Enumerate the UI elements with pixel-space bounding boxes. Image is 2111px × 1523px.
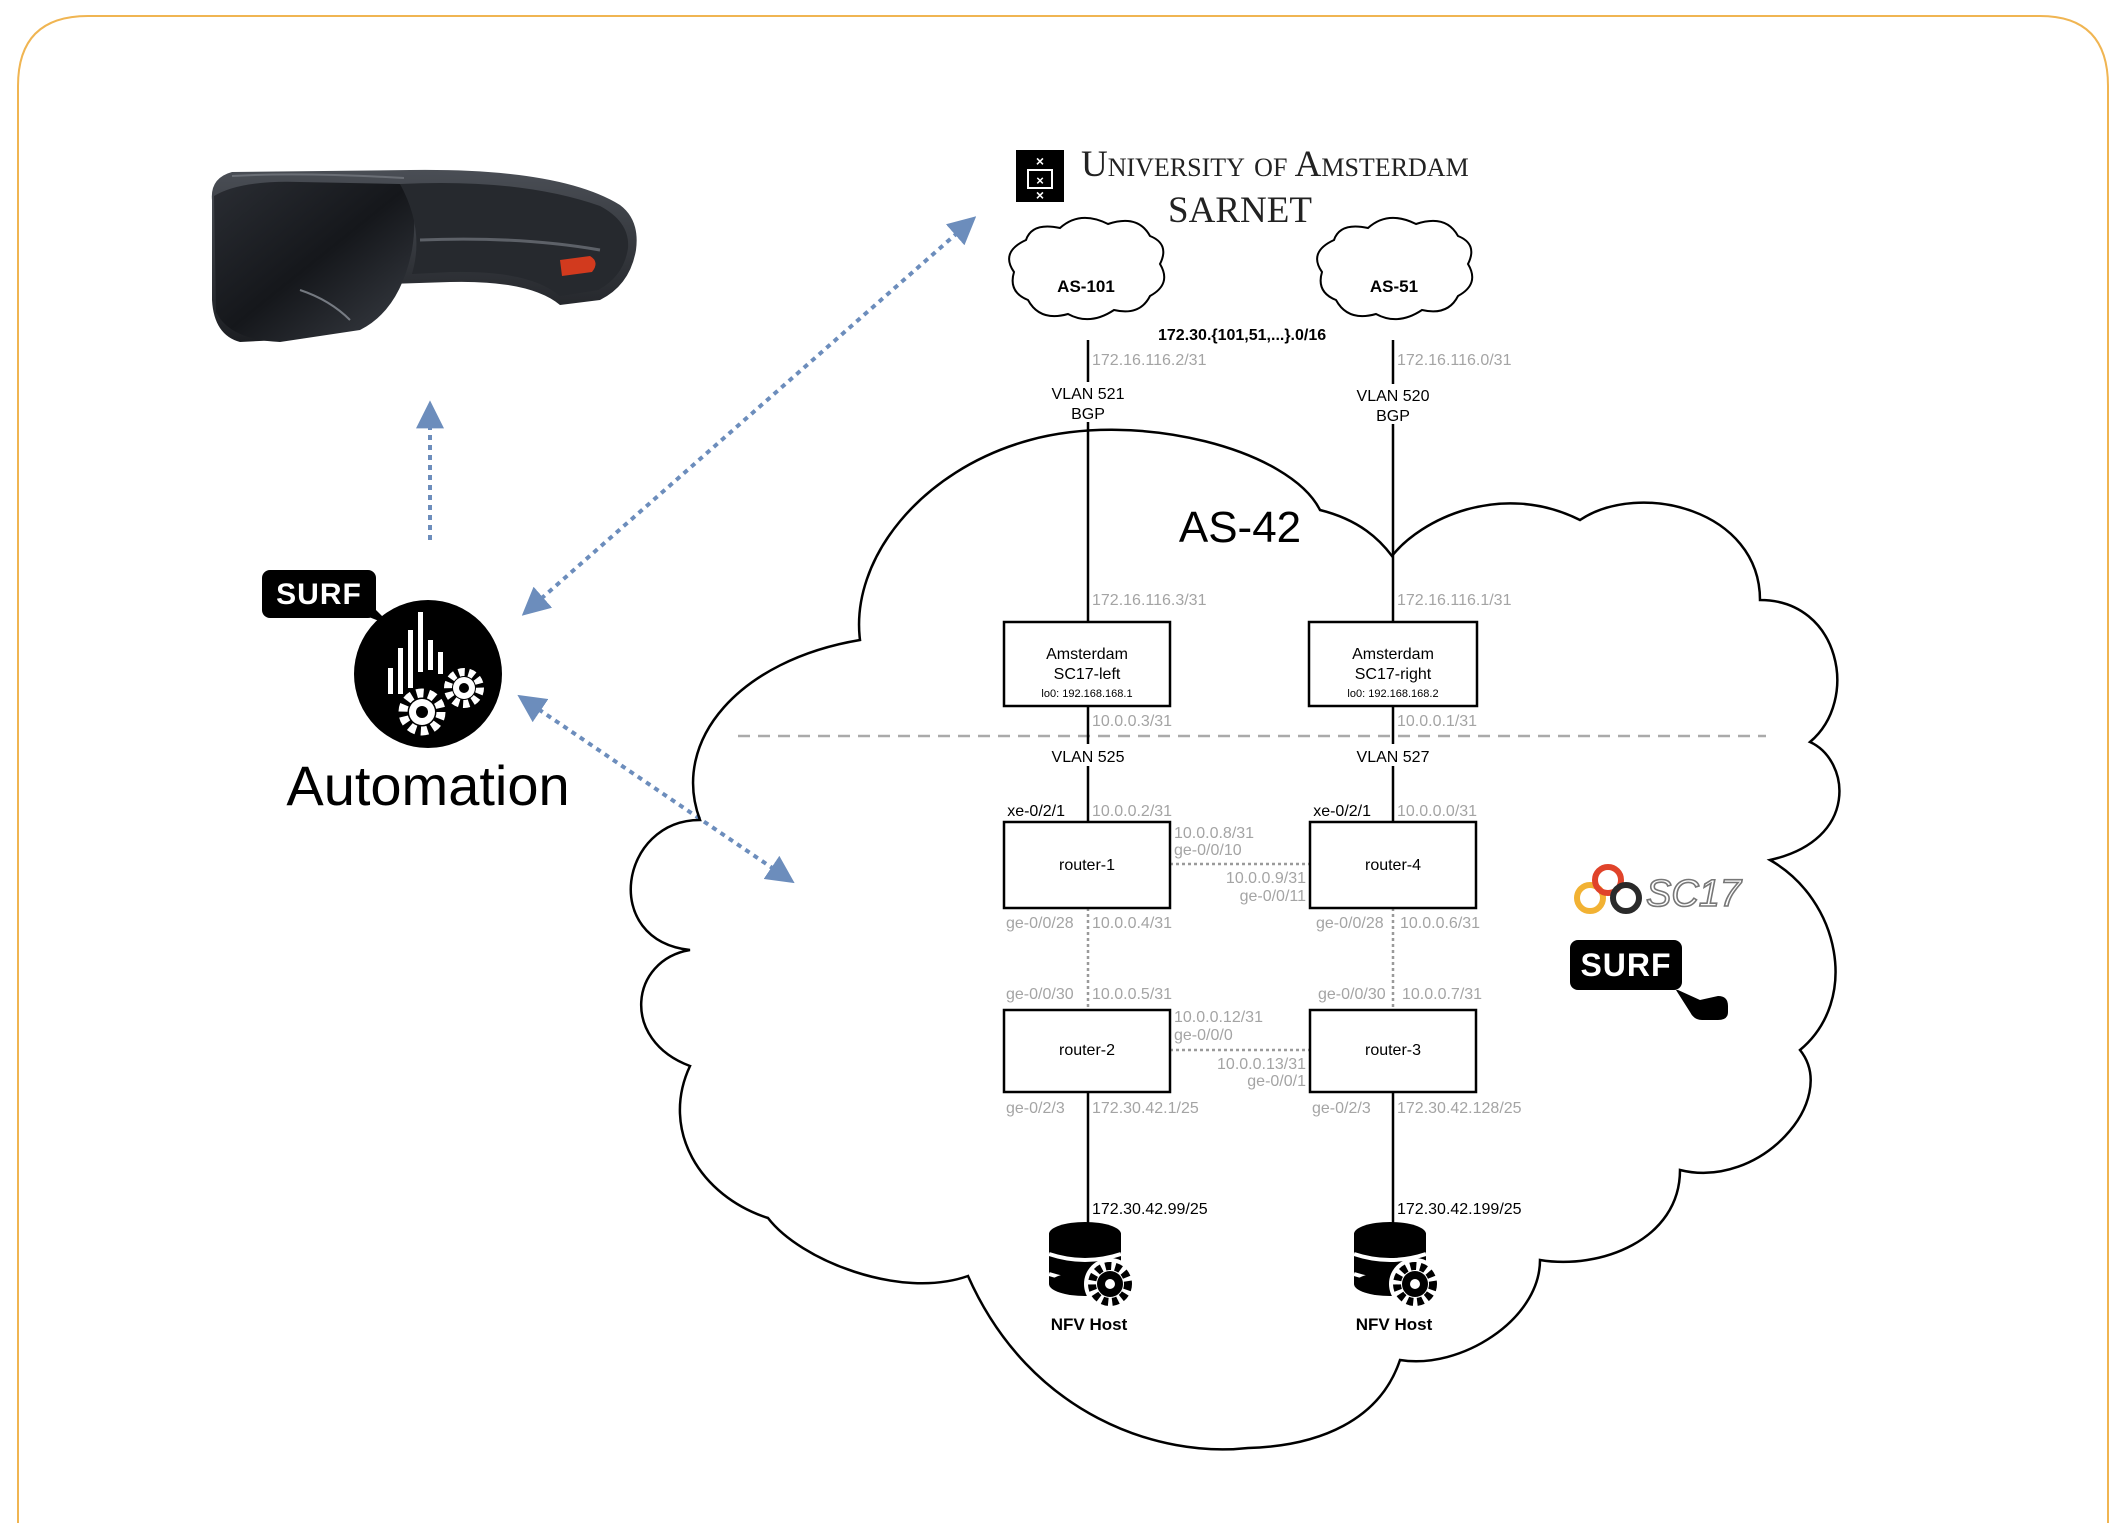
router-2-label: router-2: [1059, 1042, 1115, 1059]
surf-logo: SURF: [1570, 940, 1728, 1020]
right-peer-ip: 172.16.116.0/31: [1397, 352, 1512, 369]
r4-down-port: ge-0/0/28: [1316, 915, 1384, 932]
router-1: router-1: [1002, 820, 1172, 910]
r2-r3-ip-b: 10.0.0.13/31: [1217, 1056, 1306, 1073]
r1-r4-ip-a: 10.0.0.8/31: [1174, 825, 1254, 842]
right-uplink-bottom-ip: 10.0.0.0/31: [1397, 803, 1477, 820]
router-1-label: router-1: [1059, 857, 1115, 874]
surf-logo-text: SURF: [1580, 947, 1671, 983]
university-name: University of Amsterdam: [1081, 144, 1469, 185]
r3-host-port: ge-0/2/3: [1312, 1100, 1371, 1117]
left-vlan: VLAN 521: [1052, 386, 1125, 403]
arrow-automation-network: [517, 694, 795, 884]
as-101-cloud: AS-101: [1008, 217, 1166, 321]
r3-up-port: ge-0/0/30: [1318, 986, 1386, 1003]
right-uplink-vlan: VLAN 527: [1357, 749, 1430, 766]
r1-r4-port-b: ge-0/0/11: [1240, 888, 1307, 905]
r2-host-ip: 172.30.42.1/25: [1092, 1100, 1199, 1117]
left-proto: BGP: [1071, 406, 1105, 423]
r1-down-port: ge-0/0/28: [1006, 915, 1074, 932]
nfv-host-database-gear-icon: [1048, 1222, 1136, 1310]
left-uplink-top-ip: 10.0.0.3/31: [1092, 713, 1172, 730]
r3-up-ip: 10.0.0.7/31: [1402, 986, 1482, 1003]
right-edge-ip: 172.16.116.1/31: [1397, 592, 1512, 609]
as-42-cloud: [629, 428, 1841, 1451]
edge-switch-right: Amsterdam SC17-right lo0: 192.168.168.2: [1307, 620, 1479, 708]
svg-text:×: ×: [1036, 173, 1044, 188]
svg-text:×: ×: [1036, 187, 1044, 203]
dotted-links: [1086, 862, 1395, 1052]
r2-up-port: ge-0/0/30: [1006, 986, 1074, 1003]
r2-up-ip: 10.0.0.5/31: [1092, 986, 1172, 1003]
left-uplink-port: xe-0/2/1: [1007, 803, 1065, 820]
automation-arrows: [416, 216, 977, 884]
external-prefix: 172.30.{101,51,...}.0/16: [1158, 327, 1326, 344]
left-uplink-vlan: VLAN 525: [1052, 749, 1125, 766]
r1-r4-port-a: ge-0/0/10: [1174, 842, 1242, 859]
nfv-host-database-gear-icon: [1353, 1222, 1441, 1310]
r2-host-port: ge-0/2/3: [1006, 1100, 1065, 1117]
edge-switch-left-line1: Amsterdam: [1046, 646, 1128, 663]
router-2: router-2: [1002, 1008, 1172, 1094]
r2-r3-port-b: ge-0/0/1: [1247, 1073, 1306, 1090]
r1-down-ip: 10.0.0.4/31: [1092, 915, 1172, 932]
university-header: × × × University of Amsterdam SARNET: [1016, 144, 1469, 231]
edge-switch-left: Amsterdam SC17-left lo0: 192.168.168.1: [1002, 620, 1172, 708]
nfv-host-right: NFV Host: [1353, 1222, 1441, 1334]
router-4-label: router-4: [1365, 857, 1421, 874]
as-42-label: AS-42: [1179, 503, 1301, 552]
sc17-logo: SC17: [1574, 864, 1744, 916]
host-left-label: NFV Host: [1051, 1315, 1128, 1334]
right-uplink-top-ip: 10.0.0.1/31: [1397, 713, 1477, 730]
r4-down-ip: 10.0.0.6/31: [1400, 915, 1480, 932]
left-edge-ip: 172.16.116.3/31: [1092, 592, 1207, 609]
hololens-headset: [211, 169, 637, 342]
slide-frame: [17, 15, 2109, 1523]
host-left-ip: 172.30.42.99/25: [1092, 1201, 1208, 1218]
router-3-label: router-3: [1365, 1042, 1421, 1059]
host-right-label: NFV Host: [1356, 1315, 1433, 1334]
left-uplink-bottom-ip: 10.0.0.2/31: [1092, 803, 1172, 820]
nfv-host-left: NFV Host: [1048, 1222, 1136, 1334]
right-proto: BGP: [1376, 408, 1410, 425]
automation-block: SURF Automation: [262, 570, 570, 817]
router-4: router-4: [1308, 820, 1478, 910]
left-peer-ip: 172.16.116.2/31: [1092, 352, 1207, 369]
edge-switch-right-loopback: lo0: 192.168.168.2: [1347, 688, 1438, 700]
r2-r3-ip-a: 10.0.0.12/31: [1174, 1009, 1263, 1026]
sc17-logo-text: SC17: [1646, 873, 1743, 915]
surf-badge-label: SURF: [276, 578, 362, 611]
r3-host-ip: 172.30.42.128/25: [1397, 1100, 1522, 1117]
svg-text:×: ×: [1036, 153, 1044, 169]
edge-switch-left-line2: SC17-left: [1054, 666, 1121, 683]
uva-logo-icon: × × ×: [1016, 150, 1064, 203]
right-vlan: VLAN 520: [1357, 388, 1430, 405]
as-51-label: AS-51: [1370, 277, 1418, 296]
edge-switch-right-line1: Amsterdam: [1352, 646, 1434, 663]
r2-r3-port-a: ge-0/0/0: [1174, 1027, 1233, 1044]
as-101-label: AS-101: [1057, 277, 1115, 296]
edge-switch-left-loopback: lo0: 192.168.168.1: [1041, 688, 1132, 700]
as-51-cloud: AS-51: [1316, 217, 1474, 321]
right-uplink-port: xe-0/2/1: [1313, 803, 1371, 820]
host-right-ip: 172.30.42.199/25: [1397, 1201, 1522, 1218]
edge-switch-right-line2: SC17-right: [1355, 666, 1432, 683]
project-name: SARNET: [1168, 190, 1312, 231]
router-3: router-3: [1308, 1008, 1478, 1094]
automation-label: Automation: [286, 754, 569, 817]
surf-badge: [262, 570, 376, 618]
automation-gears-icon: [354, 600, 502, 748]
r1-r4-ip-b: 10.0.0.9/31: [1226, 870, 1306, 887]
arrow-automation-university: [521, 216, 977, 616]
